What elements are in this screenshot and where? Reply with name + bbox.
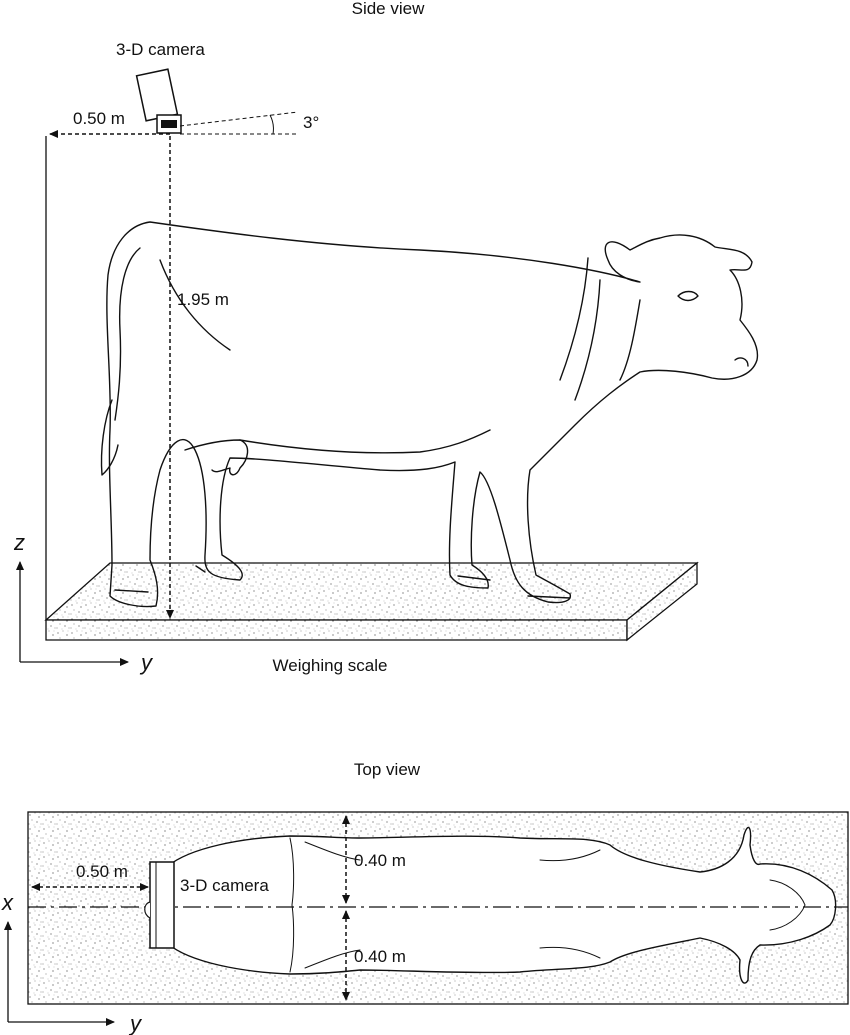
side-height-label: 1.95 m	[177, 290, 229, 309]
angle-label: 3°	[303, 113, 319, 132]
side-axis-z-label: z	[13, 530, 25, 555]
top-view-title: Top view	[354, 760, 421, 779]
top-axis-x-label: x	[1, 890, 14, 915]
top-offset-label: 0.50 m	[76, 862, 128, 881]
top-lower-width-label: 0.40 m	[354, 947, 406, 966]
side-offset-label: 0.50 m	[73, 109, 125, 128]
top-camera-label: 3-D camera	[180, 876, 269, 895]
side-view-title: Side view	[352, 0, 425, 18]
angle-arc	[269, 114, 274, 135]
weighing-scale	[44, 561, 699, 642]
cow-top-illustration	[167, 826, 837, 984]
top-axes	[3, 921, 115, 1026]
top-axis-y-label: y	[128, 1011, 143, 1035]
weighing-scale-label: Weighing scale	[273, 656, 388, 675]
top-upper-width-label: 0.40 m	[354, 851, 406, 870]
side-axis-y-label: y	[139, 650, 154, 675]
side-axes	[16, 561, 129, 666]
cow-side-illustration	[100, 221, 759, 608]
side-camera-label: 3-D camera	[116, 40, 205, 59]
camera-side-icon	[135, 68, 182, 134]
angle-tilt-line	[179, 111, 299, 127]
camera-top-icon	[144, 861, 175, 949]
